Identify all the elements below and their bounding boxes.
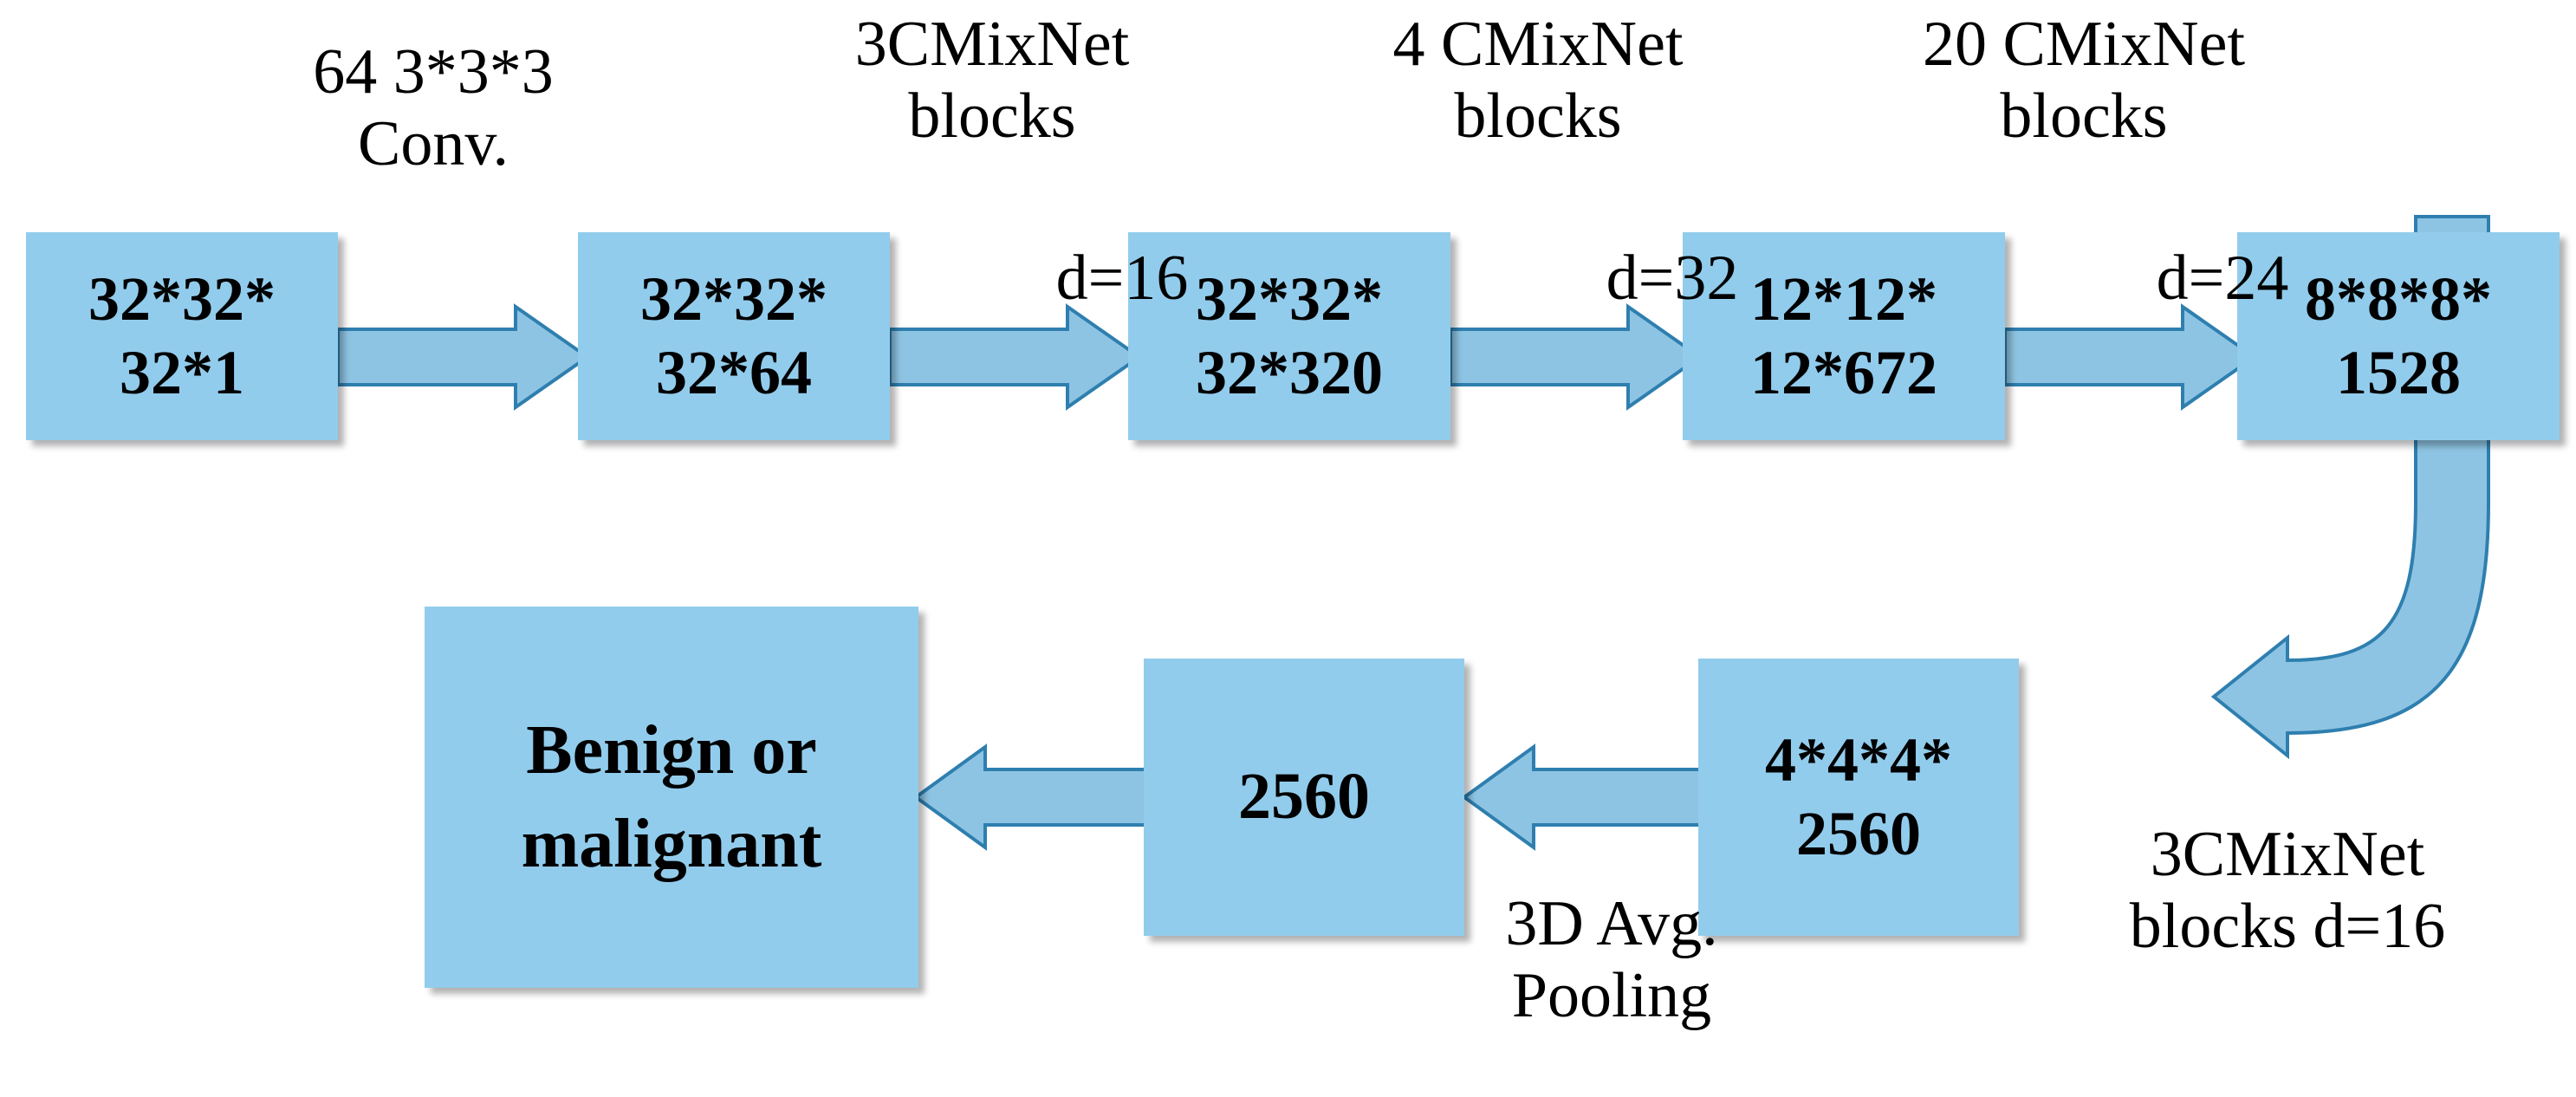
arrow-conv64-to-stage1 bbox=[888, 303, 1143, 411]
box-pooled-line2: 2560 bbox=[1796, 799, 1921, 868]
arrow-input-to-conv64 bbox=[336, 303, 591, 411]
box-output[interactable]: Benign or malignant bbox=[425, 607, 918, 988]
label-cmixnet-blocks-1: 3CMixNet blocks bbox=[854, 9, 1130, 152]
box-output-line2: malignant bbox=[521, 806, 822, 882]
box-stage1-line1: 32*32* bbox=[1196, 264, 1383, 334]
box-input-line1: 32*32* bbox=[88, 264, 276, 334]
box-input[interactable]: 32*32* 32*1 bbox=[26, 232, 338, 440]
box-conv64[interactable]: 32*32* 32*64 bbox=[578, 232, 890, 440]
label-d32: d=32 bbox=[1606, 243, 1739, 314]
box-input-line2: 32*1 bbox=[120, 338, 244, 407]
box-stage3-line1: 8*8*8* bbox=[2305, 264, 2492, 334]
box-stage1[interactable]: 32*32* 32*320 bbox=[1128, 232, 1450, 440]
box-flatten-line1: 2560 bbox=[1238, 760, 1370, 834]
label-d24: d=24 bbox=[2156, 243, 2289, 314]
box-stage3[interactable]: 8*8*8* 1528 bbox=[2237, 232, 2560, 440]
box-stage1-line2: 32*320 bbox=[1196, 338, 1383, 407]
arrow-flatten-to-output bbox=[912, 743, 1154, 851]
box-conv64-line1: 32*32* bbox=[640, 264, 827, 334]
label-cmixnet-blocks-3: 20 CMixNet blocks bbox=[1922, 9, 2246, 152]
box-stage3-line2: 1528 bbox=[2336, 338, 2461, 407]
box-stage2-line2: 12*672 bbox=[1750, 338, 1937, 407]
box-stage2[interactable]: 12*12* 12*672 bbox=[1683, 232, 2005, 440]
label-d16-top: d=16 bbox=[1055, 243, 1189, 314]
arrow-pooled-to-flatten bbox=[1461, 743, 1705, 851]
label-avg-pooling: 3D Avg. Pooling bbox=[1505, 888, 1718, 1031]
box-conv64-line2: 32*64 bbox=[656, 338, 812, 407]
box-flatten[interactable]: 2560 bbox=[1144, 659, 1464, 936]
box-pooled-line1: 4*4*4* bbox=[1765, 725, 1952, 795]
box-output-line1: Benign or bbox=[526, 712, 817, 789]
arrow-stage2-to-stage3 bbox=[2003, 303, 2258, 411]
label-cmixnet-blocks-4: 3CMixNet blocks d=16 bbox=[2129, 819, 2446, 962]
box-stage2-line1: 12*12* bbox=[1750, 264, 1937, 334]
label-cmixnet-blocks-2: 4 CMixNet blocks bbox=[1392, 9, 1684, 152]
arrow-stage1-to-stage2 bbox=[1449, 303, 1703, 411]
label-conv: 64 3*3*3 Conv. bbox=[313, 36, 554, 179]
box-pooled[interactable]: 4*4*4* 2560 bbox=[1698, 659, 2019, 936]
